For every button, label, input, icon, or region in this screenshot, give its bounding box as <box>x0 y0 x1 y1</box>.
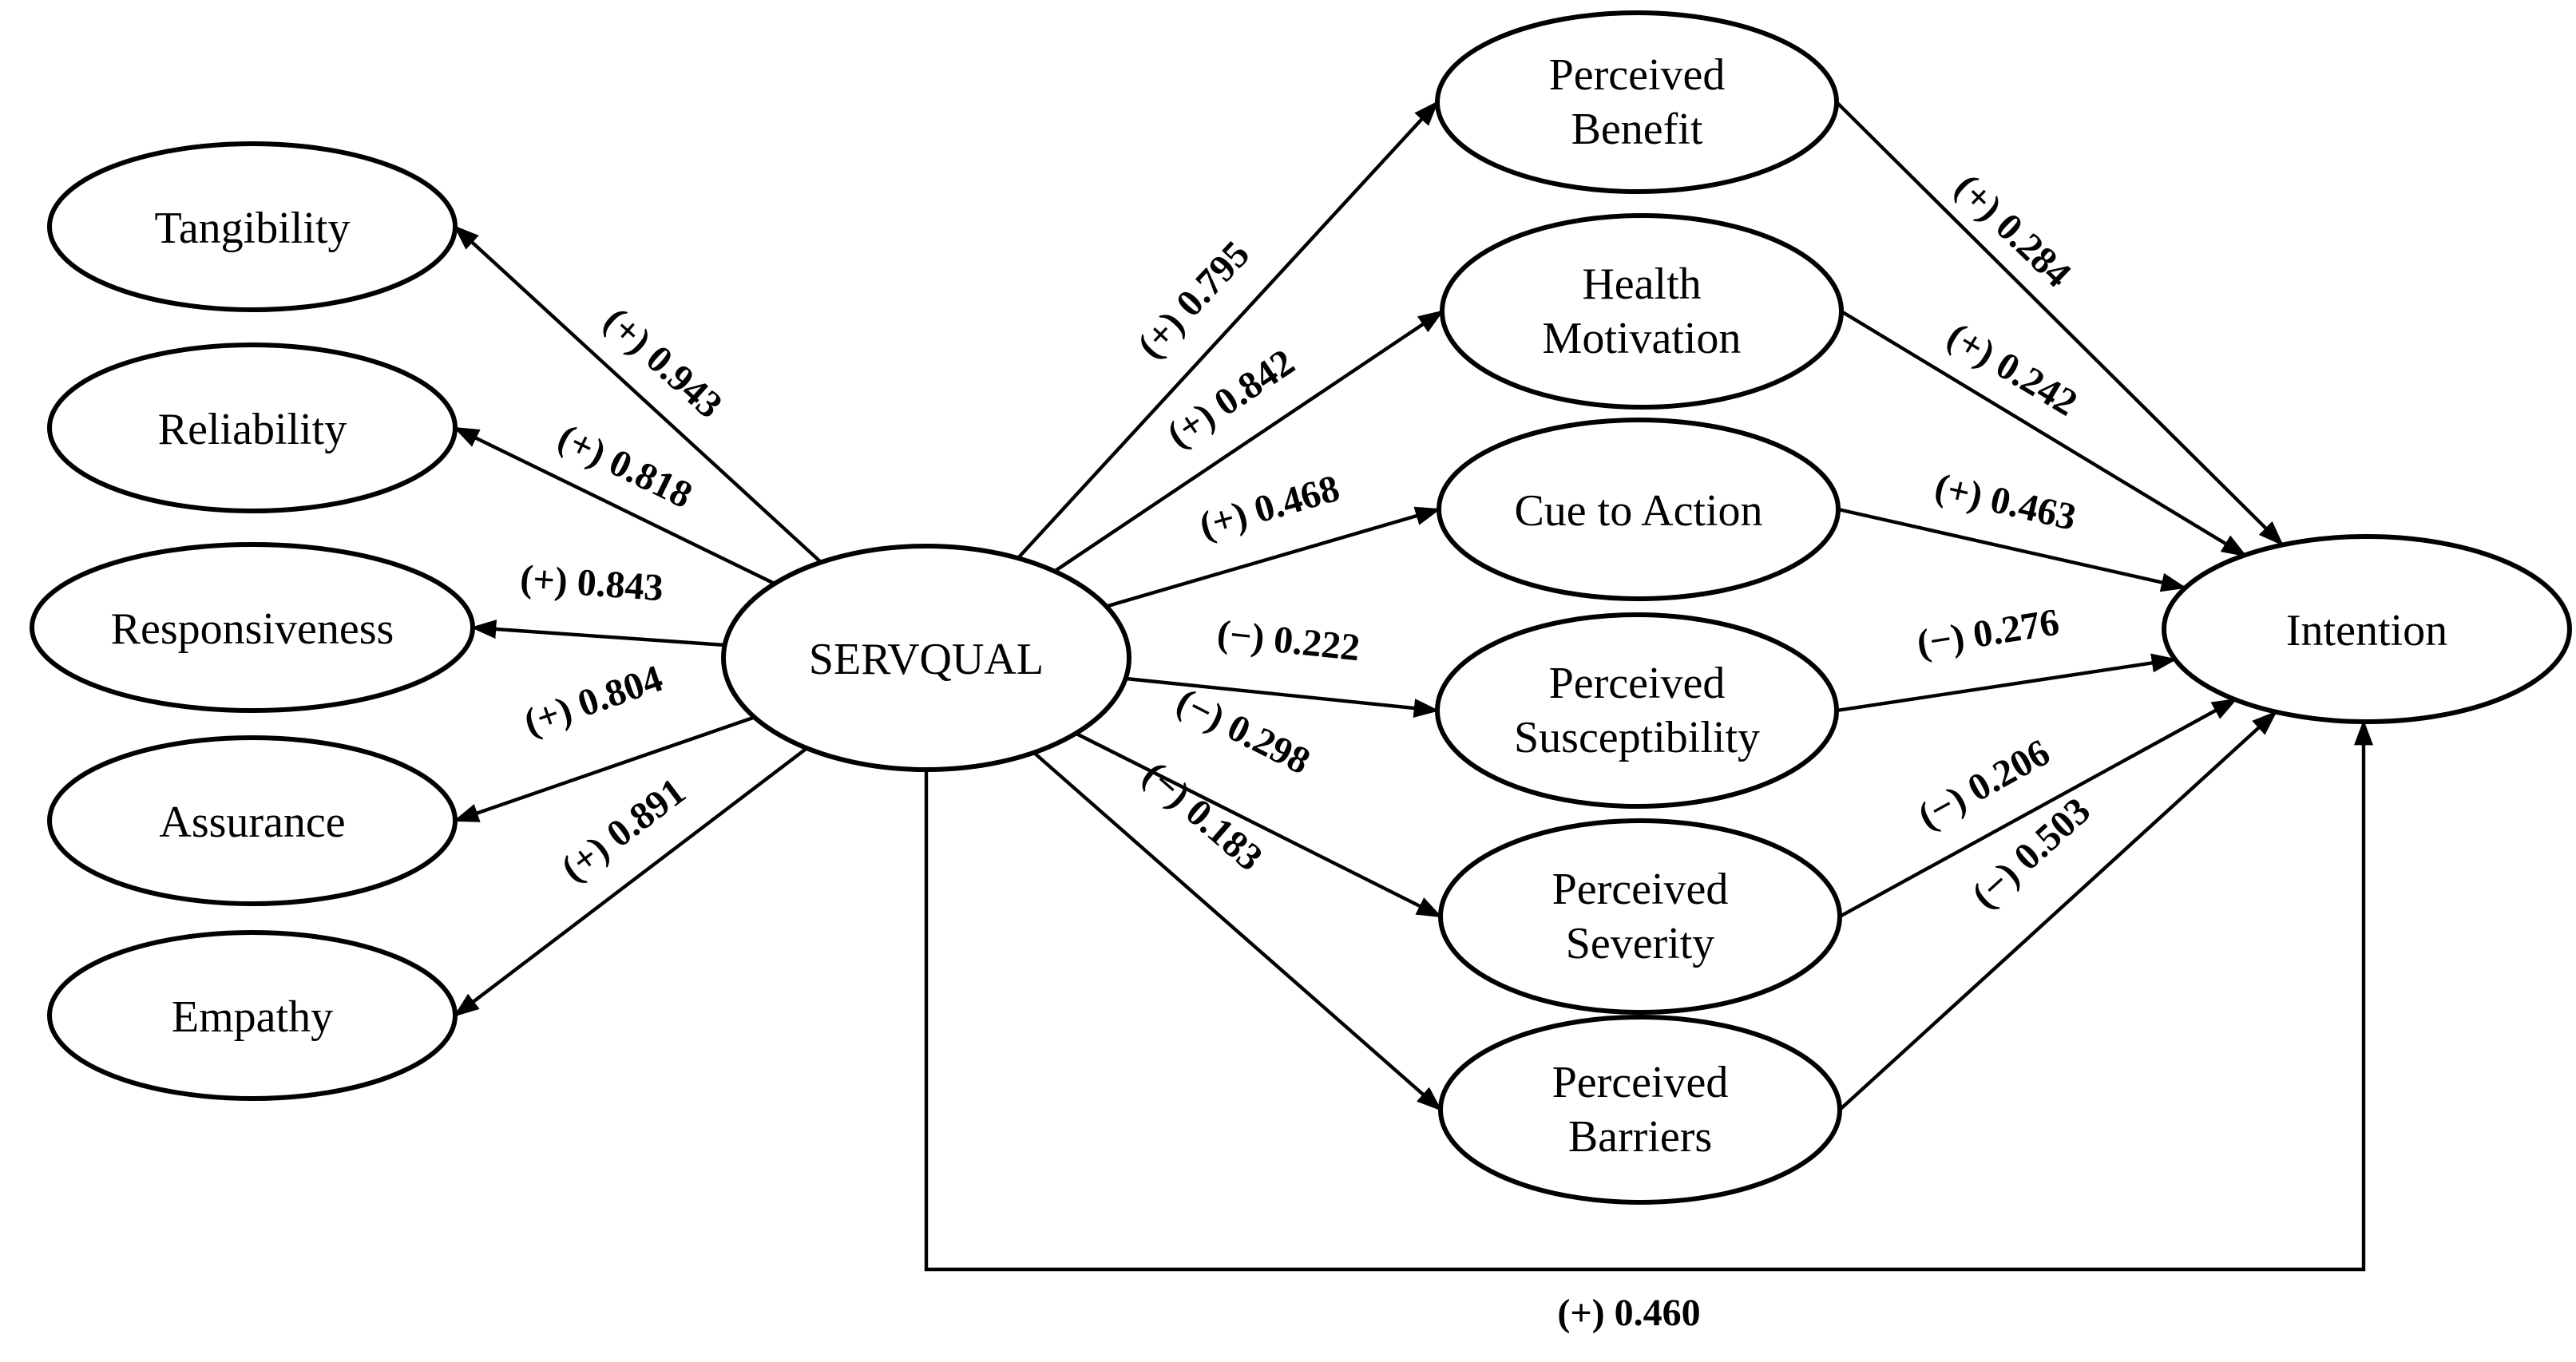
node-intention: Intention <box>2162 534 2572 724</box>
coef-servqual-intention-direct: (+) 0.460 <box>1557 1292 1700 1334</box>
empathy-label: Empathy <box>172 992 333 1042</box>
coef-servqual-perceived-benefit: (+) 0.795 <box>1129 233 1258 366</box>
node-perceived-susceptibility: Perceived Susceptibility <box>1435 612 1839 809</box>
responsiveness-ellipse <box>30 542 475 713</box>
intention-ellipse <box>2162 534 2572 724</box>
tangibility-label: Tangibility <box>155 204 351 253</box>
edge-perceived-susceptibility-intention <box>1836 653 2178 713</box>
health-motivation-label-line1: Health <box>1582 259 1701 309</box>
edge-servqual-perceived-susceptibility <box>1125 676 1440 718</box>
reliability-label: Reliability <box>158 405 347 454</box>
cue-to-action-ellipse <box>1437 418 1841 601</box>
assurance-label: Assurance <box>159 798 345 847</box>
node-responsiveness: Responsiveness <box>30 542 475 713</box>
coef-servqual-cue-to-action: (+) 0.468 <box>1195 467 1344 547</box>
edge-perceived-barriers-intention <box>1838 711 2277 1111</box>
perceived-severity-label-line2: Severity <box>1566 919 1715 968</box>
edge-servqual-empathy <box>453 746 810 1017</box>
coef-health-motivation-intention: (+) 0.242 <box>1940 315 2084 425</box>
edge-cue-to-action-intention <box>1837 507 2187 592</box>
node-perceived-barriers: Perceived Barriers <box>1438 1015 1842 1205</box>
edge-servqual-cue-to-action <box>1104 506 1441 609</box>
edge-servqual-tangibility <box>454 225 824 565</box>
coef-cue-to-action-intention: (+) 0.463 <box>1931 465 2080 539</box>
node-empathy: Empathy <box>47 930 458 1101</box>
edge-coefficient-labels: (+) 0.943 (+) 0.818 (+) 0.843 (+) 0.804 … <box>519 166 2098 1334</box>
perceived-susceptibility-ellipse <box>1435 612 1839 809</box>
perceived-susceptibility-label-line2: Susceptibility <box>1514 713 1760 762</box>
node-servqual: SERVQUAL <box>721 544 1131 772</box>
intention-label: Intention <box>2286 606 2447 655</box>
perceived-severity-label-line1: Perceived <box>1552 865 1729 914</box>
perceived-barriers-label-line2: Barriers <box>1568 1112 1712 1162</box>
servqual-label: SERVQUAL <box>809 635 1044 684</box>
perceived-benefit-label-line1: Perceived <box>1549 50 1726 100</box>
node-tangibility: Tangibility <box>47 141 458 312</box>
node-assurance: Assurance <box>47 735 458 906</box>
node-health-motivation: Health Motivation <box>1440 213 1844 410</box>
coef-servqual-responsiveness: (+) 0.843 <box>519 557 665 609</box>
edge-servqual-responsiveness <box>470 620 726 647</box>
edge-servqual-assurance <box>453 715 756 823</box>
cue-to-action-label: Cue to Action <box>1514 486 1762 536</box>
edge-perceived-severity-intention <box>1838 698 2238 918</box>
responsiveness-label: Responsiveness <box>111 604 394 654</box>
node-cue-to-action: Cue to Action <box>1437 418 1841 601</box>
edge-servqual-reliability <box>453 426 777 586</box>
edge-perceived-benefit-intention <box>1835 101 2284 546</box>
perceived-barriers-label-line1: Perceived <box>1552 1058 1729 1107</box>
coef-servqual-health-motivation: (+) 0.842 <box>1159 341 1302 456</box>
coef-servqual-assurance: (+) 0.804 <box>519 657 668 743</box>
assurance-ellipse <box>47 735 458 906</box>
node-reliability: Reliability <box>47 342 458 513</box>
edge-servqual-health-motivation <box>1052 310 1445 573</box>
reliability-ellipse <box>47 342 458 513</box>
node-perceived-benefit: Perceived Benefit <box>1435 10 1839 194</box>
edge-servqual-perceived-benefit <box>1016 101 1439 560</box>
perceived-barriers-ellipse <box>1438 1015 1842 1205</box>
coef-servqual-perceived-susceptibility: (−) 0.222 <box>1215 612 1362 669</box>
edges-servqual-hbm <box>1016 101 1445 1111</box>
edge-servqual-perceived-barriers <box>1032 750 1443 1111</box>
edge-servqual-perceived-severity <box>1074 731 1443 918</box>
health-motivation-label-line2: Motivation <box>1543 314 1742 363</box>
edges-servqual-dimensions <box>453 225 824 1017</box>
health-motivation-ellipse <box>1440 213 1844 410</box>
coef-servqual-empathy: (+) 0.891 <box>553 770 693 889</box>
perceived-susceptibility-label-line1: Perceived <box>1549 659 1726 708</box>
edge-health-motivation-intention <box>1840 310 2248 557</box>
servqual-ellipse <box>721 544 1131 772</box>
edge-servqual-intention-direct <box>924 719 2373 1272</box>
empathy-ellipse <box>47 930 458 1101</box>
edges-hbm-intention <box>1835 101 2284 1111</box>
tangibility-ellipse <box>47 141 458 312</box>
perceived-benefit-label-line2: Benefit <box>1571 105 1703 154</box>
coef-servqual-tangibility: (+) 0.943 <box>596 299 731 426</box>
node-perceived-severity: Perceived Severity <box>1438 818 1842 1015</box>
perceived-benefit-ellipse <box>1435 10 1839 194</box>
coef-perceived-susceptibility-intention: (−) 0.276 <box>1914 600 2062 664</box>
perceived-severity-ellipse <box>1438 818 1842 1015</box>
